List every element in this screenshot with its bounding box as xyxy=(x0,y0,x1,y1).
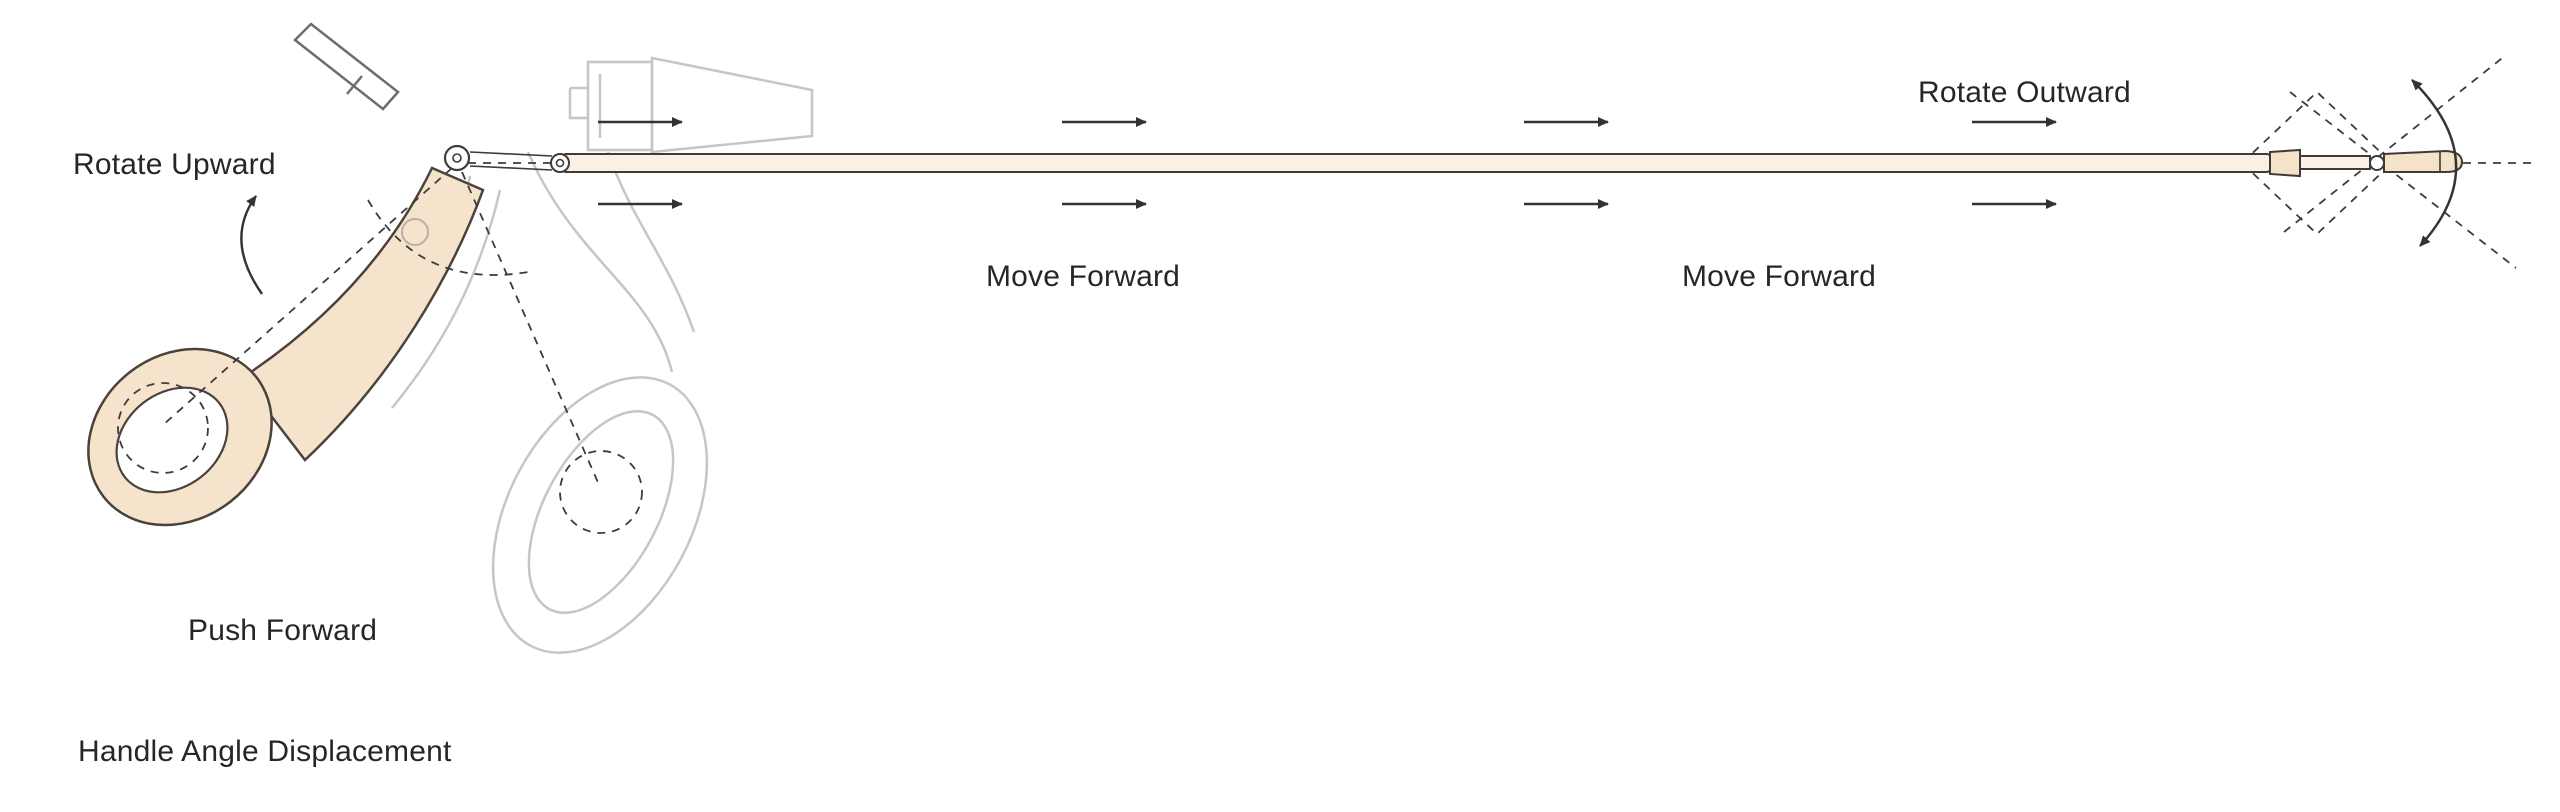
rotate-outward-arrow xyxy=(2411,79,2458,247)
label-move-forward-2: Move Forward xyxy=(1681,260,1877,293)
label-handle-angle-displacement: Handle Angle Displacement xyxy=(78,735,452,768)
label-rotate-upward: Rotate Upward xyxy=(73,148,276,181)
movable-handle xyxy=(87,166,485,527)
lever-rod xyxy=(293,22,400,111)
shaft xyxy=(443,144,2271,173)
label-push-forward: Push Forward xyxy=(188,614,378,647)
rotation-arrows xyxy=(240,79,2458,295)
forward-motion-arrows xyxy=(598,117,2057,209)
label-move-forward-1: Move Forward xyxy=(985,260,1181,293)
label-rotate-outward: Rotate Outward xyxy=(1918,76,2131,109)
instrument-housing xyxy=(351,56,814,409)
instrument-tip xyxy=(2269,148,2464,178)
rotate-upward-arrow xyxy=(240,195,263,295)
handle-screw-detail xyxy=(401,218,429,246)
static-handle xyxy=(491,376,709,654)
displacement-dashed-geometry xyxy=(117,54,2534,534)
